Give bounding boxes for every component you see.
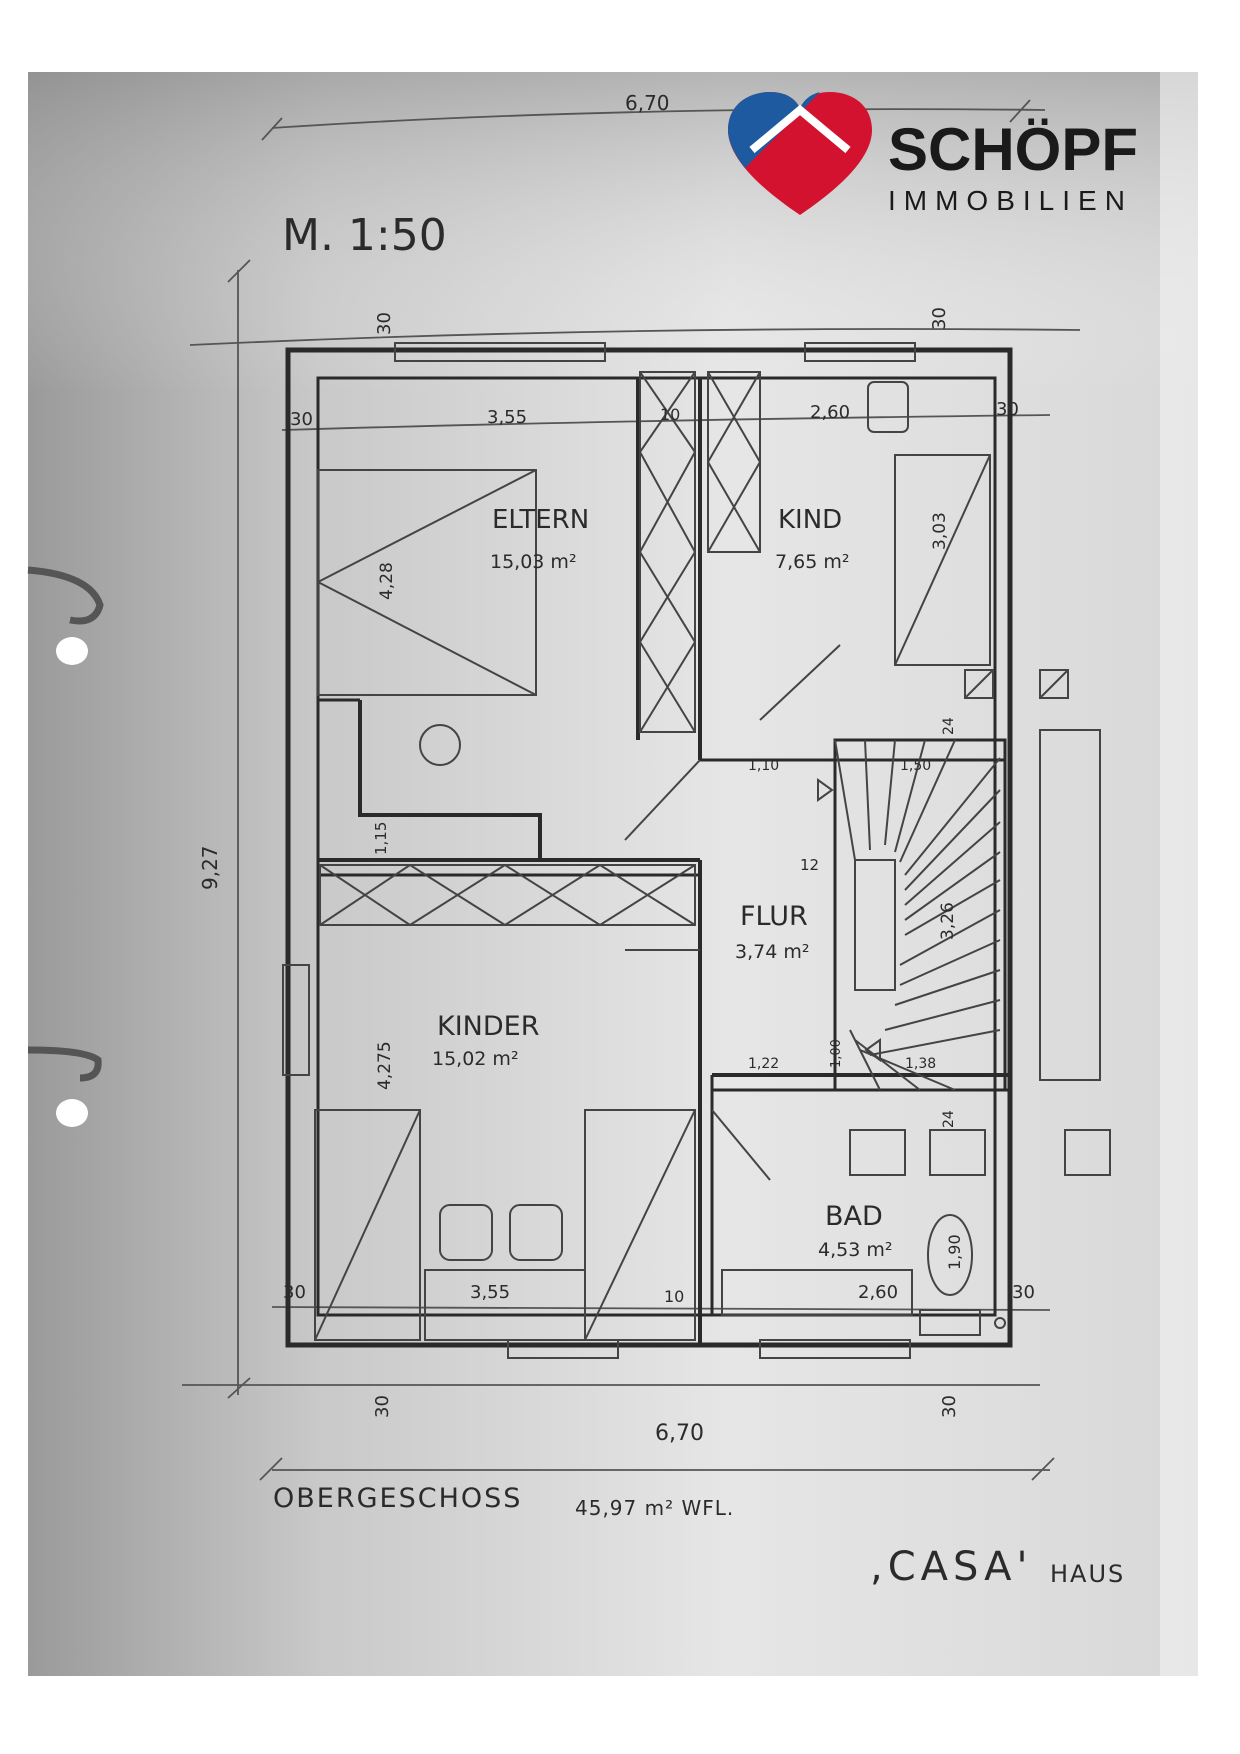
- interior-walls: [318, 378, 1010, 1345]
- dim-stair-width-bottom: 1,38: [905, 1056, 936, 1072]
- room-kind-area: 7,65 m²: [775, 551, 849, 573]
- dim-total-depth: 9,27: [198, 845, 222, 890]
- schoepf-logo: SCHÖPF IMMOBILIEN: [728, 92, 1138, 216]
- dimension-lines: [182, 99, 1081, 1481]
- room-eltern-area: 15,03 m²: [490, 551, 577, 573]
- dim-bottom-width: 6,70: [655, 1421, 704, 1446]
- dim-kind-width: 2,60: [810, 402, 850, 423]
- logo-roof-mark: [749, 104, 851, 154]
- door-swings: [624, 644, 841, 1181]
- dim-stair-landing: 1,00: [829, 1039, 844, 1068]
- dim-wall-24-bottom: 24: [941, 1110, 957, 1128]
- dim-upper-partition: 10: [660, 405, 680, 424]
- room-bad-name: BAD: [825, 1201, 883, 1232]
- punch-hole-bottom: [56, 1099, 88, 1127]
- dim-upper-right-wall: 30: [996, 399, 1019, 420]
- floor-area: 45,97 m² WFL.: [575, 1496, 734, 1520]
- room-flur-area: 3,74 m²: [735, 941, 809, 963]
- dim-kinder-depth: 4,275: [375, 1041, 395, 1090]
- dim-wall-bottom-left: 30: [372, 1395, 393, 1418]
- dim-wall-top-right: 30: [929, 307, 950, 330]
- room-eltern-name: ELTERN: [492, 505, 589, 535]
- dim-kind-depth: 3,03: [930, 512, 950, 550]
- dim-lower-right-wall: 30: [1012, 1282, 1035, 1303]
- dim-flur-width-top: 1,10: [748, 758, 779, 774]
- dim-kinder-width: 3,55: [470, 1282, 510, 1303]
- furniture: [314, 371, 1111, 1341]
- room-bad-area: 4,53 m²: [818, 1239, 892, 1261]
- dim-wall-24-top: 24: [941, 717, 957, 735]
- dim-upper-left-wall: 30: [290, 409, 313, 430]
- dim-eltern-depth: 4,28: [377, 562, 397, 600]
- house-name: ,CASA': [870, 1544, 1033, 1590]
- binder-mark-bottom: [27, 1046, 102, 1082]
- dim-closet-depth: 1,15: [372, 822, 390, 855]
- dim-bad-width: 2,60: [858, 1282, 898, 1303]
- dim-stair-width-top: 1,50: [900, 758, 931, 774]
- house-suffix: HAUS: [1050, 1560, 1125, 1588]
- dim-wall-bottom-right: 30: [939, 1395, 960, 1418]
- room-kinder-area: 15,02 m²: [432, 1048, 519, 1070]
- paper-right-strip: [1160, 72, 1198, 1676]
- dim-top-width: 6,70: [625, 91, 670, 115]
- staircase: [817, 738, 1007, 1092]
- dim-flur-width-bottom: 1,22: [748, 1056, 779, 1072]
- room-flur-name: FLUR: [740, 901, 808, 932]
- dim-bad-height: 1,90: [945, 1234, 964, 1270]
- dim-lower-left-wall: 30: [283, 1282, 306, 1303]
- room-kinder-name: KINDER: [437, 1011, 539, 1042]
- scale-label: M. 1:50: [282, 210, 447, 261]
- binder-mark-top: [27, 566, 104, 625]
- dim-lower-partition: 10: [664, 1287, 684, 1306]
- punch-hole-top: [56, 637, 88, 665]
- dim-stair-length: 3,26: [938, 902, 958, 940]
- room-kind-name: KIND: [778, 505, 842, 535]
- logo-name: SCHÖPF: [888, 116, 1138, 183]
- exterior-walls: [285, 347, 1013, 1348]
- dim-wall-top-left: 30: [374, 312, 395, 335]
- dim-stair-step: 12: [800, 856, 819, 874]
- dim-eltern-width: 3,55: [487, 407, 527, 428]
- floor-label: OBERGESCHOSS: [273, 1483, 522, 1514]
- logo-subtitle: IMMOBILIEN: [888, 185, 1133, 216]
